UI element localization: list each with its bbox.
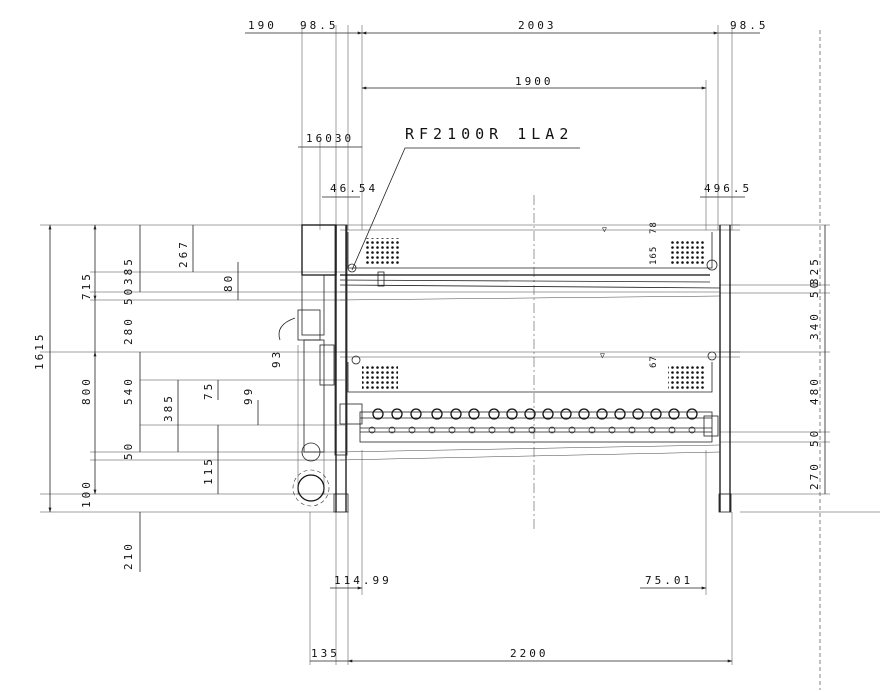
right-dimensions: 325 50 340 480 50 270 165 78 67 (649, 221, 830, 495)
pulley-lower (297, 474, 325, 502)
dim-270: 270 (808, 461, 821, 490)
dim-93: 93 (270, 349, 283, 368)
dim-50-mid: 50 (122, 441, 135, 460)
dim-1615: 1615 (33, 332, 46, 371)
model-label: RF2100R 1LA2 (351, 125, 580, 271)
extension-lines (301, 25, 733, 230)
dim-325: 325 (808, 256, 821, 285)
dim-190: 190 (248, 19, 277, 32)
roller-bed (359, 411, 713, 443)
dim-50-right-low: 50 (808, 428, 821, 447)
drive-housing-top (301, 224, 337, 276)
dim-100: 100 (80, 479, 93, 508)
dim-115: 115 (202, 456, 215, 485)
motor-block (297, 309, 321, 341)
dim-16030: 16030 (306, 132, 354, 145)
rollers (368, 408, 698, 434)
dim-67: 67 (649, 355, 659, 368)
dim-46-54: 46.54 (330, 182, 378, 195)
mesh-panel-left-top (364, 238, 400, 264)
dim-2200: 2200 (510, 647, 549, 660)
dim-50-top: 50 (122, 286, 135, 305)
dim-340: 340 (808, 311, 821, 340)
dim-385-top: 385 (122, 256, 135, 285)
dim-800: 800 (80, 376, 93, 405)
left-dimensions: 1615 715 385 267 80 50 280 93 800 540 38… (33, 224, 345, 572)
dim-210: 210 (122, 541, 135, 570)
mesh-panel-left-mid (362, 366, 398, 390)
dim-385-mid: 385 (162, 393, 175, 422)
machine-frame: ▽ ▽ (278, 30, 880, 690)
dim-49-6-5: 496.5 (704, 182, 752, 195)
leader-line (351, 147, 580, 271)
dim-280: 280 (122, 316, 135, 345)
dim-2003: 2003 (518, 19, 557, 32)
dim-135: 135 (311, 647, 340, 660)
mesh-panel-right-top (670, 240, 706, 266)
dim-80: 80 (222, 273, 235, 292)
top-dimensions: 190 98.5 2003 98.5 1900 16030 46.54 496.… (245, 19, 769, 198)
dim-50-right: 50 (808, 279, 821, 298)
pulley-upper (301, 442, 321, 462)
dim-75-01: 75.01 (645, 574, 693, 587)
dim-78: 78 (649, 221, 659, 234)
dim-98-5-right: 98.5 (730, 19, 769, 32)
dim-165: 165 (649, 246, 659, 265)
model-title: RF2100R 1LA2 (405, 125, 573, 143)
dim-267: 267 (177, 239, 190, 268)
bottom-dimensions: 114.99 75.01 135 2200 (309, 450, 733, 665)
mesh-panel-right-mid (668, 366, 706, 390)
dim-1900: 1900 (515, 75, 554, 88)
dim-98-5-left: 98.5 (300, 19, 339, 32)
level-mark-top: ▽ (602, 225, 607, 234)
dim-114-99: 114.99 (334, 574, 392, 587)
level-mark-mid: ▽ (600, 351, 605, 360)
dim-99: 99 (242, 386, 255, 405)
dim-715: 715 (80, 271, 93, 300)
dim-480: 480 (808, 376, 821, 405)
dim-75: 75 (202, 381, 215, 400)
dim-540: 540 (122, 376, 135, 405)
